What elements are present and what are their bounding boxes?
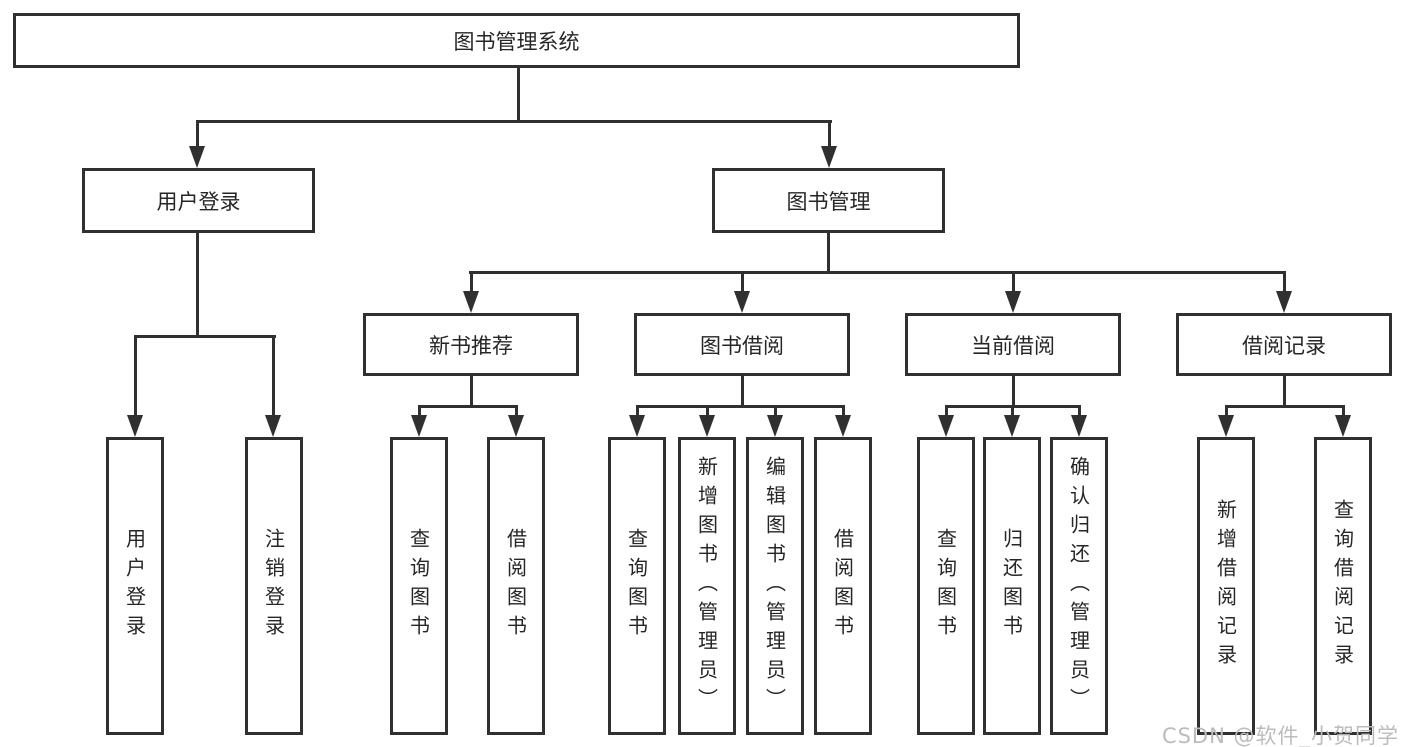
connector-root-stem: [517, 68, 520, 120]
node-leaf-rec-borrow-books-label: 借阅图书: [503, 528, 528, 644]
arrow-down-icon: [508, 415, 524, 437]
connector-drop: [134, 335, 137, 417]
arrow-down-icon: [265, 415, 281, 437]
connector-current-borrow-stem: [1012, 376, 1015, 405]
arrow-down-icon: [189, 146, 205, 168]
node-leaf-bb-edit-books-admin: 编辑图书（管理员）: [746, 437, 804, 735]
arrow-down-icon: [835, 415, 851, 437]
connector-rail: [1225, 405, 1345, 408]
connector-drop: [741, 271, 744, 293]
connector-book-borrow-stem: [741, 376, 744, 405]
node-leaf-bb-query-books-label: 查询图书: [624, 528, 649, 644]
arrow-down-icon: [127, 415, 143, 437]
arrow-down-icon: [734, 291, 750, 313]
connector-drop: [1342, 405, 1345, 417]
connector-book-mgmt-drop: [828, 120, 831, 148]
node-book-mgmt-label: 图书管理: [786, 189, 871, 214]
arrow-down-icon: [1276, 291, 1292, 313]
arrow-down-icon: [1335, 415, 1351, 437]
connector-drop: [470, 271, 473, 293]
node-leaf-bb-borrow-books-label: 借阅图书: [830, 528, 855, 644]
connector-drop: [272, 335, 275, 417]
node-new-book-rec-label: 新书推荐: [429, 333, 513, 358]
node-leaf-logout-label: 注销登录: [261, 528, 286, 644]
csdn-watermark: CSDN @软件_小贺同学: [1161, 724, 1399, 747]
connector-drop: [774, 405, 777, 417]
connector-user-login-rail: [134, 335, 276, 338]
arrow-down-icon: [1218, 415, 1234, 437]
arrow-down-icon: [767, 415, 783, 437]
arrow-down-icon: [629, 415, 645, 437]
connector-level2-rail: [196, 120, 832, 123]
connector-new-book-rec-stem: [470, 376, 473, 405]
node-leaf-cb-return-books: 归还图书: [983, 437, 1041, 735]
node-leaf-br-add-record: 新增借阅记录: [1197, 437, 1255, 735]
node-borrow-records: 借阅记录: [1176, 313, 1392, 376]
arrow-down-icon: [821, 146, 837, 168]
connector-drop: [1283, 271, 1286, 293]
node-leaf-bb-add-books-admin-label: 新增图书（管理员）: [694, 455, 719, 717]
node-new-book-rec: 新书推荐: [363, 313, 579, 376]
node-current-borrow: 当前借阅: [905, 313, 1121, 376]
node-leaf-logout: 注销登录: [245, 437, 303, 735]
arrow-down-icon: [1071, 415, 1087, 437]
connector-drop: [945, 405, 948, 417]
node-book-mgmt: 图书管理: [712, 168, 945, 233]
node-leaf-user-login-label: 用户登录: [122, 528, 147, 644]
arrow-down-icon: [411, 415, 427, 437]
connector-drop: [1011, 405, 1014, 417]
connector-drop: [842, 405, 845, 417]
node-borrow-records-label: 借阅记录: [1242, 333, 1326, 358]
connector-drop: [418, 405, 421, 417]
node-book-borrow: 图书借阅: [634, 313, 850, 376]
connector-rail: [636, 405, 845, 408]
node-user-login-label: 用户登录: [156, 189, 241, 214]
node-leaf-cb-confirm-return-admin-label: 确认归还（管理员）: [1066, 455, 1091, 717]
connector-drop: [636, 405, 639, 417]
node-leaf-cb-return-books-label: 归还图书: [999, 528, 1024, 644]
node-leaf-bb-query-books: 查询图书: [608, 437, 666, 735]
connector-drop: [515, 405, 518, 417]
arrow-down-icon: [699, 415, 715, 437]
arrow-down-icon: [938, 415, 954, 437]
connector-drop: [1012, 271, 1015, 293]
node-leaf-rec-borrow-books: 借阅图书: [487, 437, 545, 735]
arrow-down-icon: [463, 291, 479, 313]
node-leaf-br-query-record-label: 查询借阅记录: [1330, 499, 1355, 673]
node-book-borrow-label: 图书借阅: [700, 333, 784, 358]
node-leaf-br-add-record-label: 新增借阅记录: [1213, 499, 1238, 673]
connector-user-login-stem: [196, 233, 199, 335]
node-root: 图书管理系统: [13, 13, 1020, 68]
connector-rail: [418, 405, 518, 408]
node-current-borrow-label: 当前借阅: [971, 333, 1055, 358]
node-leaf-user-login: 用户登录: [106, 437, 164, 735]
node-leaf-bb-borrow-books: 借阅图书: [814, 437, 872, 735]
arrow-down-icon: [1005, 291, 1021, 313]
node-leaf-br-query-record: 查询借阅记录: [1314, 437, 1372, 735]
connector-drop: [706, 405, 709, 417]
connector-user-login-drop: [196, 120, 199, 148]
node-user-login: 用户登录: [82, 168, 315, 233]
node-leaf-cb-query-books: 查询图书: [917, 437, 975, 735]
node-leaf-rec-query-books: 查询图书: [390, 437, 448, 735]
node-leaf-bb-edit-books-admin-label: 编辑图书（管理员）: [762, 455, 787, 717]
connector-drop: [1225, 405, 1228, 417]
arrow-down-icon: [1004, 415, 1020, 437]
connector-borrow-records-stem: [1283, 376, 1286, 405]
connector-book-mgmt-stem: [827, 233, 830, 271]
node-leaf-cb-query-books-label: 查询图书: [933, 528, 958, 644]
node-leaf-bb-add-books-admin: 新增图书（管理员）: [678, 437, 736, 735]
node-leaf-rec-query-books-label: 查询图书: [406, 528, 431, 644]
node-leaf-cb-confirm-return-admin: 确认归还（管理员）: [1050, 437, 1108, 735]
connector-level3-rail: [469, 271, 1286, 274]
connector-drop: [1078, 405, 1081, 417]
node-root-label: 图书管理系统: [453, 29, 580, 54]
